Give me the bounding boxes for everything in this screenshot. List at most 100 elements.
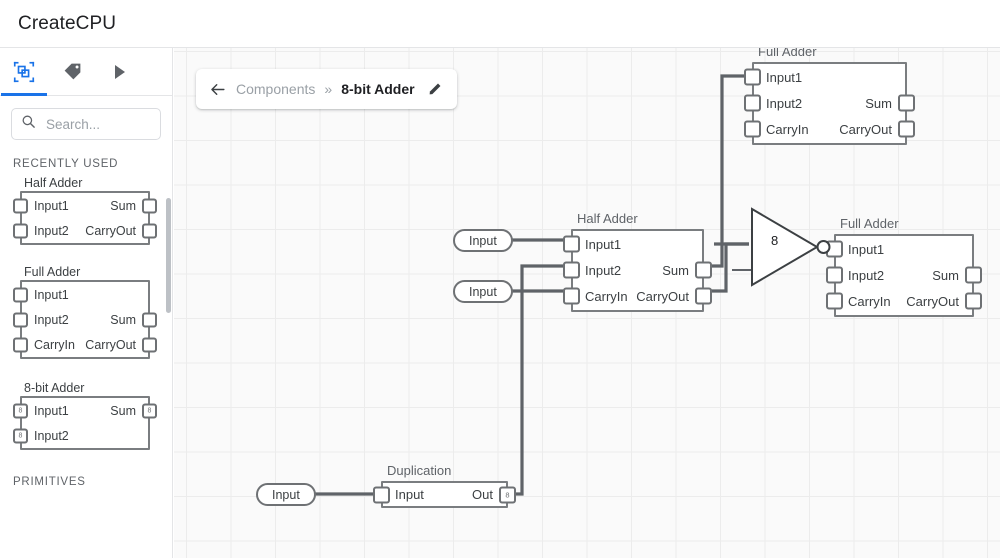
output-pin-sum[interactable] [898, 94, 915, 112]
pin-label: Input2 [34, 312, 69, 327]
back-button[interactable] [208, 80, 227, 99]
tag-icon [62, 61, 83, 82]
pin-row: Input1 Sum [13, 193, 157, 218]
pin-label: Input2 [34, 428, 69, 443]
tab-tags[interactable] [48, 48, 96, 95]
output-pin-carryout[interactable] [965, 292, 982, 310]
pin-label: Out [472, 487, 493, 502]
pin-label: Input1 [848, 241, 885, 257]
input-pill-1[interactable]: Input [453, 229, 513, 252]
play-icon [112, 64, 128, 80]
pin-label: CarryIn [585, 288, 628, 304]
component-name: Full Adder [24, 265, 81, 279]
output-pin[interactable] [142, 312, 157, 327]
component-item-8-bit-adder[interactable]: 8-bit Adder 8 Input1 Sum 8 8 Input2 [0, 381, 172, 450]
tab-run[interactable] [96, 48, 144, 95]
node-half-adder[interactable]: Half Adder Input1 Input2 Sum CarryIn Car… [563, 211, 712, 312]
pin-label: Input2 [766, 95, 803, 111]
pin-label: Input2 [848, 267, 885, 283]
sidebar-tabbar [0, 48, 172, 96]
pin-label: CarryOut [636, 288, 689, 304]
output-pin[interactable] [142, 198, 157, 213]
search-box[interactable] [11, 108, 161, 140]
tab-components[interactable] [0, 48, 48, 96]
canvas[interactable]: Components » 8-bit Adder Full Adder Inpu… [174, 48, 1000, 558]
components-icon [13, 61, 35, 83]
output-pin-carryout[interactable] [695, 287, 712, 305]
pin-row: CarryIn CarryOut [563, 283, 712, 309]
pin-label: Sum [865, 95, 892, 111]
wire [704, 74, 752, 268]
input-pin[interactable] [13, 337, 28, 352]
pin-row: Input1 [744, 64, 905, 90]
input-pin-input1[interactable] [563, 235, 580, 253]
output-pin-sum[interactable] [695, 261, 712, 279]
pin-label: Input [395, 487, 424, 502]
node-body[interactable]: Input1 Input2 Sum CarryIn CarryOut [826, 234, 982, 317]
pin-label: Sum [662, 262, 689, 278]
input-pin-input1[interactable] [744, 68, 761, 86]
node-body[interactable]: Input1 Input2 Sum CarryIn CarryOut [744, 62, 915, 145]
component-name: 8-bit Adder [24, 381, 85, 395]
node-body[interactable]: Input1 Input2 Sum CarryIn CarryOut [563, 229, 712, 312]
pin-label: Input2 [34, 223, 69, 238]
pin-row: Input1 [13, 282, 148, 307]
node-full-adder-right[interactable]: Full Adder Input1 Input2 Sum CarryIn Car… [826, 216, 982, 317]
search-icon [21, 114, 36, 134]
pin-row: CarryIn CarryOut [826, 288, 982, 314]
pin-row: 8 Input2 [13, 423, 148, 448]
input-pin-carryin[interactable] [744, 120, 761, 138]
pin-label: Input1 [34, 287, 69, 302]
search-input[interactable] [44, 115, 151, 133]
node-title: Full Adder [758, 48, 817, 59]
pin-row: Input2 Sum [744, 90, 915, 116]
input-pin-input2[interactable] [826, 266, 843, 284]
node-full-adder-top[interactable]: Full Adder Input1 Input2 Sum CarryIn Car… [744, 48, 915, 145]
output-pin[interactable]: 8 [142, 403, 157, 418]
pin-row: CarryIn CarryOut [13, 332, 157, 357]
sidebar-scrollbar[interactable] [166, 198, 171, 313]
component-item-half-adder[interactable]: Half Adder Input1 Sum Input2 CarryOut [0, 176, 172, 245]
node-duplication[interactable]: Duplication Input Out 8 [373, 463, 516, 508]
merge-bit-width: 8 [771, 233, 779, 248]
input-pin-carryin[interactable] [826, 292, 843, 310]
component-preview: 8 Input1 Sum 8 8 Input2 [13, 396, 157, 450]
input-pin[interactable] [13, 198, 28, 213]
output-pin[interactable] [142, 337, 157, 352]
component-item-full-adder[interactable]: Full Adder Input1 Input2 Sum CarryIn [0, 265, 172, 359]
pin-row: Input Out 8 [373, 483, 516, 506]
input-pill-2[interactable]: Input [453, 280, 513, 303]
merge-bus-node[interactable]: 8 [749, 205, 839, 295]
pin-label: Input1 [34, 198, 69, 213]
pin-label: Sum [110, 198, 136, 213]
input-pin[interactable] [13, 223, 28, 238]
pin-row: CarryIn CarryOut [744, 116, 915, 142]
breadcrumb-parent[interactable]: Components [236, 81, 316, 97]
output-pin-sum[interactable] [965, 266, 982, 284]
input-pin-input[interactable] [373, 486, 390, 503]
node-body[interactable]: Input Out 8 [373, 481, 516, 508]
output-pin[interactable] [142, 223, 157, 238]
input-pill-3[interactable]: Input [256, 483, 316, 506]
node-title: Half Adder [577, 211, 638, 226]
input-pin-carryin[interactable] [563, 287, 580, 305]
pin-label: CarryIn [848, 293, 891, 309]
breadcrumb-current: 8-bit Adder [341, 81, 415, 97]
input-pin[interactable]: 8 [13, 403, 28, 418]
input-pin-input2[interactable] [563, 261, 580, 279]
input-pin[interactable] [13, 287, 28, 302]
pin-label: CarryOut [839, 121, 892, 137]
input-pin-input2[interactable] [744, 94, 761, 112]
pin-label: Sum [110, 403, 136, 418]
merge-triangle-icon[interactable] [749, 205, 839, 290]
pin-row: Input2 Sum [826, 262, 982, 288]
pin-row: Input1 [563, 231, 702, 257]
output-pin-carryout[interactable] [898, 120, 915, 138]
breadcrumb: Components » 8-bit Adder [196, 69, 457, 109]
pin-label: Input1 [585, 236, 622, 252]
input-pin[interactable] [13, 312, 28, 327]
edit-name-button[interactable] [427, 81, 443, 97]
output-pin-out[interactable]: 8 [499, 486, 516, 503]
arrow-left-icon [211, 83, 225, 95]
input-pin[interactable]: 8 [13, 428, 28, 443]
